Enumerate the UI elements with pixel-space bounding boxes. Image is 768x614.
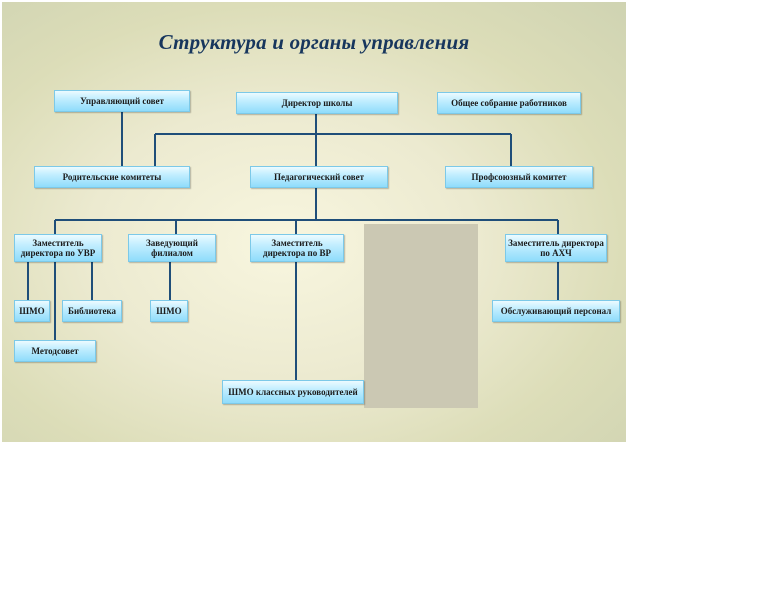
node-trade-union-committee: Профсоюзный комитет [445,166,593,188]
node-deputy-vr: Заместитель директора по ВР [250,234,344,262]
node-pedagogical-council: Педагогический совет [250,166,388,188]
diagram-title: Структура и органы управления [158,30,470,54]
node-general-meeting: Общее собрание работников [437,92,581,114]
node-method-council: Методсовет [14,340,96,362]
node-shmo-branch: ШМО [150,300,188,322]
node-shmo-class-teachers: ШМО классных руководителей [222,380,364,404]
slide: Структура и органы управления Управляющи… [2,2,626,442]
node-shmo-uvr: ШМО [14,300,50,322]
node-library: Библиотека [62,300,122,322]
connector-lines [27,112,559,380]
node-managing-council: Управляющий совет [54,90,190,112]
node-deputy-ahch: Заместитель директора по АХЧ [505,234,607,262]
node-director: Директор школы [236,92,398,114]
node-branch-head: Заведующий филиалом [128,234,216,262]
node-parent-committees: Родительские комитеты [34,166,190,188]
node-deputy-uvr: Заместитель директора по УВР [14,234,102,262]
node-service-staff: Обслуживающий персонал [492,300,620,322]
blank-placeholder [364,224,478,408]
